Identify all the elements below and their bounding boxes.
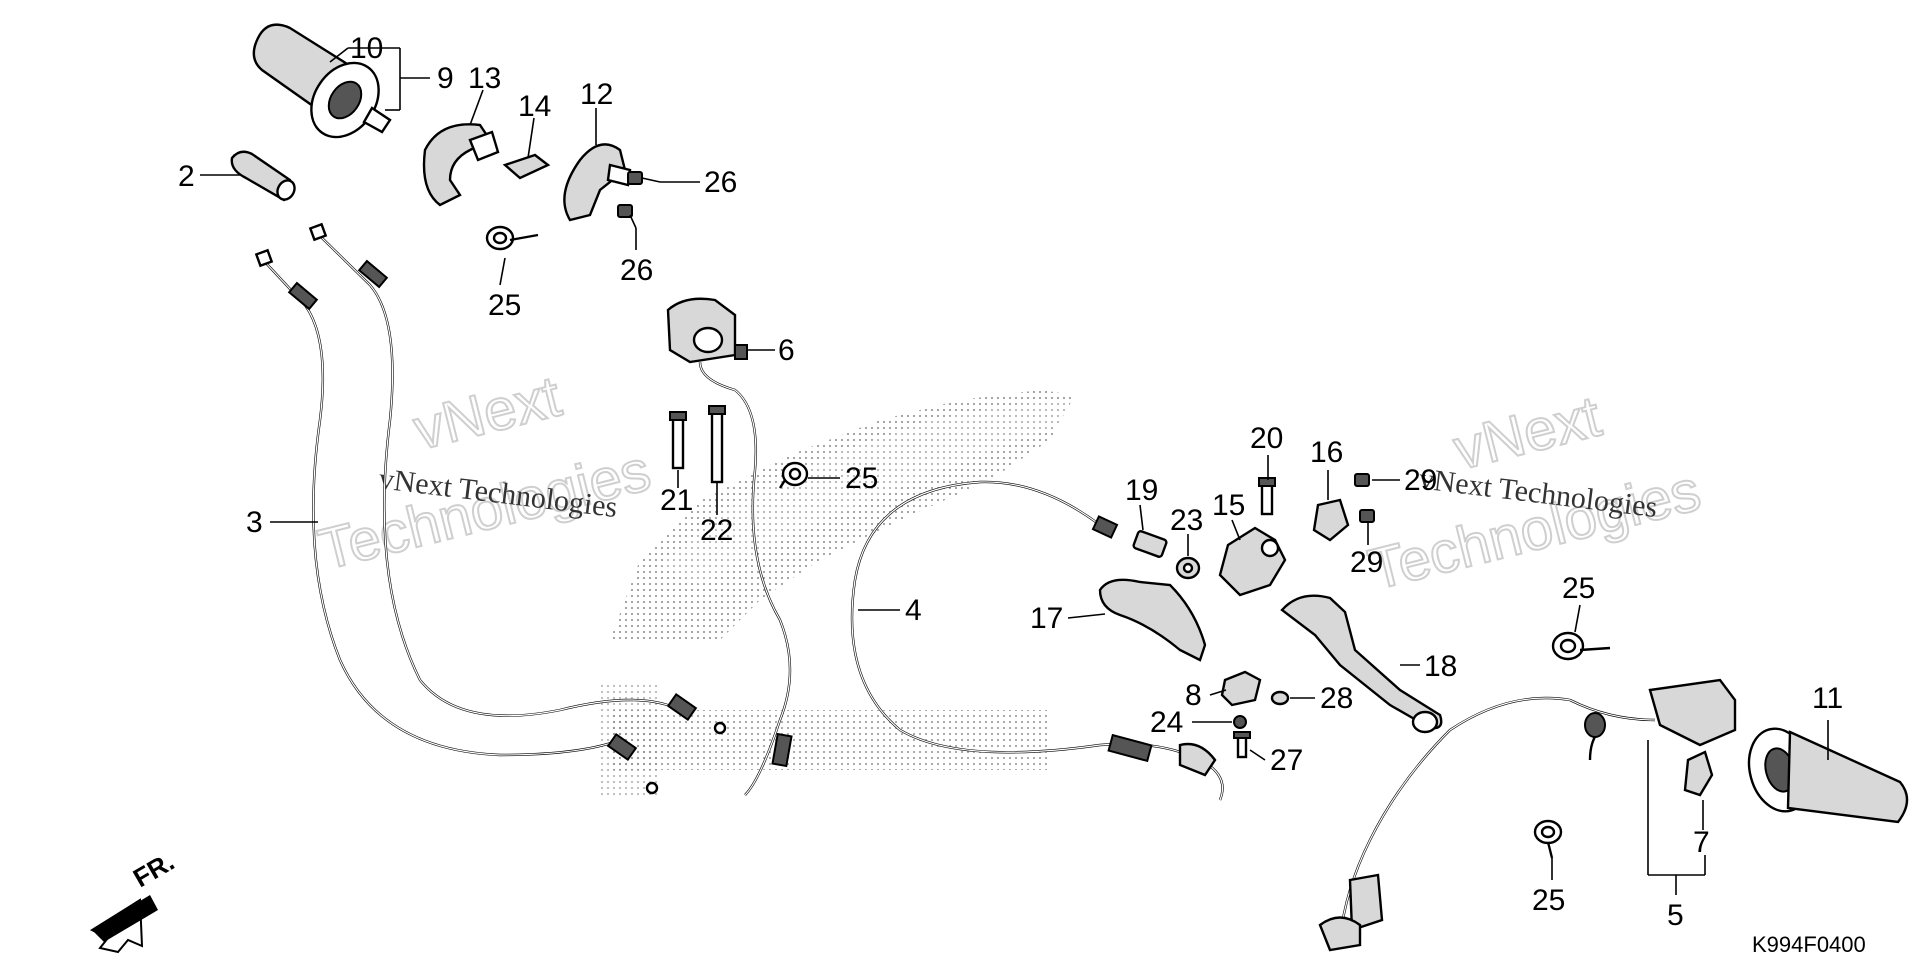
- callout-21: 21: [660, 484, 693, 517]
- callout-24: 24: [1150, 706, 1183, 739]
- holder-clamp-16[interactable]: [1312, 498, 1350, 542]
- direction-label: FR.: [128, 846, 179, 893]
- callout-2: 2: [178, 160, 195, 193]
- watermark-left: vNext Technologies vNext Technologies: [311, 363, 657, 584]
- lever-cover[interactable]: [1098, 578, 1207, 662]
- band-clamp-25-bottom[interactable]: [1533, 819, 1563, 859]
- callout-3: 3: [246, 506, 263, 539]
- callout-19: 19: [1125, 474, 1158, 507]
- bolt-21[interactable]: [669, 411, 687, 470]
- washer-28[interactable]: [1270, 690, 1290, 706]
- screw-29-lower[interactable]: [1359, 509, 1375, 523]
- callout-4: 4: [905, 594, 922, 627]
- clutch-lever[interactable]: [1280, 594, 1443, 734]
- throttle-grip[interactable]: [252, 23, 393, 150]
- callout-25-right: 25: [1562, 572, 1595, 605]
- bolt-22[interactable]: [708, 405, 726, 484]
- callout-7: 7: [1693, 826, 1710, 859]
- callout-14: 14: [518, 90, 551, 123]
- callout-29-lower: 29: [1350, 546, 1383, 579]
- callout-22: 22: [700, 514, 733, 547]
- watermark-text: vNext: [407, 364, 567, 463]
- callout-15: 15: [1212, 489, 1245, 522]
- background-wing-logo: [600, 390, 1075, 795]
- callout-6: 6: [778, 334, 795, 367]
- clutch-cable[interactable]: [850, 480, 1224, 801]
- left-grip[interactable]: [1740, 722, 1909, 824]
- callout-11: 11: [1812, 682, 1843, 715]
- diagram-code: K994F0400: [1752, 932, 1866, 957]
- bolt-20[interactable]: [1258, 477, 1276, 516]
- housing-plate[interactable]: [502, 153, 551, 180]
- band-clamp-25-middle[interactable]: [778, 461, 809, 489]
- band-clamp-25-right[interactable]: [1551, 631, 1611, 661]
- callout-23: 23: [1170, 504, 1203, 537]
- nut-23[interactable]: [1175, 556, 1201, 580]
- callout-5: 5: [1667, 899, 1684, 932]
- callout-25-bottom: 25: [1532, 884, 1565, 917]
- nut-24[interactable]: [1233, 715, 1247, 729]
- leader-lines: [200, 47, 1829, 895]
- screw-26-lower[interactable]: [617, 204, 637, 229]
- handlebar-switch[interactable]: [1318, 678, 1737, 952]
- callout-26-upper: 26: [704, 166, 737, 199]
- cable-adjuster-19[interactable]: [1132, 530, 1168, 558]
- callout-20: 20: [1250, 422, 1283, 455]
- throttle-cables[interactable]: [254, 222, 727, 795]
- switch-clamp-7[interactable]: [1683, 750, 1714, 797]
- callout-17: 17: [1030, 602, 1063, 635]
- callout-16: 16: [1310, 436, 1343, 469]
- grip-end-weight[interactable]: [230, 150, 298, 203]
- callout-13: 13: [468, 62, 501, 95]
- callout-9: 9: [437, 62, 454, 95]
- callout-26-lower: 26: [620, 254, 653, 287]
- screw-27[interactable]: [1233, 731, 1251, 759]
- kill-switch[interactable]: [666, 297, 793, 796]
- lever-bracket[interactable]: [1218, 526, 1287, 597]
- callout-8: 8: [1185, 679, 1202, 712]
- callout-25-middle: 25: [845, 462, 878, 495]
- callout-27: 27: [1270, 744, 1303, 777]
- throttle-housing[interactable]: [422, 123, 500, 207]
- callout-12: 12: [580, 78, 613, 111]
- callout-18: 18: [1424, 650, 1457, 683]
- callout-10: 10: [350, 32, 383, 65]
- callout-28: 28: [1320, 682, 1353, 715]
- lower-housing[interactable]: [563, 143, 632, 222]
- screw-29-upper[interactable]: [1354, 473, 1370, 487]
- screw-26-upper[interactable]: [627, 171, 661, 185]
- front-direction-arrow: FR.: [89, 846, 179, 954]
- callout-labels: 10 9 13 14 12 2 26 26 25 6 3 21 22 25 4 …: [178, 32, 1843, 932]
- callout-29-upper: 29: [1404, 464, 1437, 497]
- band-clamp-25-top[interactable]: [485, 225, 539, 251]
- callout-25-top: 25: [488, 289, 521, 322]
- clutch-switch-8[interactable]: [1220, 670, 1262, 707]
